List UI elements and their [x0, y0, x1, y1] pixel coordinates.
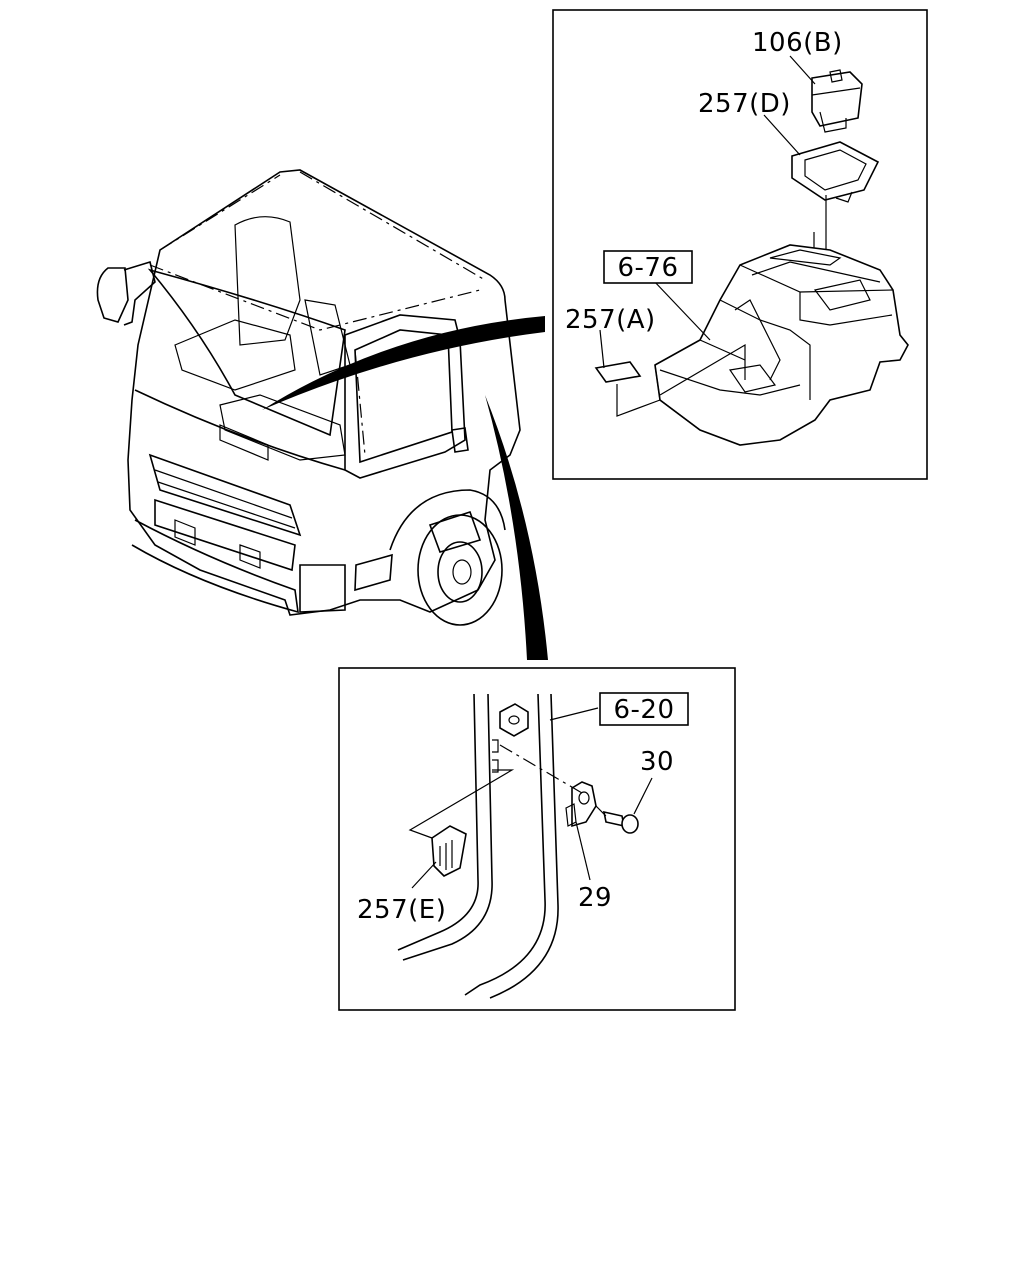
label-part-257a: 257(A) — [565, 305, 656, 335]
truck-cab-illustration — [96, 169, 521, 626]
center-console — [654, 244, 909, 446]
label-ref-6-20: 6-20 — [613, 695, 674, 725]
bezel-part — [791, 141, 880, 201]
label-ref-6-76: 6-76 — [617, 253, 678, 283]
leader-lines-console — [599, 55, 816, 369]
label-part-29: 29 — [578, 883, 612, 913]
label-part-257e: 257(E) — [357, 895, 446, 925]
console-detail — [594, 69, 909, 446]
pad-part — [594, 361, 642, 383]
switch-part — [811, 71, 863, 127]
ref-box-6-20 — [599, 692, 689, 726]
label-part-30: 30 — [640, 747, 674, 777]
door-switch-detail — [397, 693, 639, 999]
leader-lines-door-switch — [411, 707, 653, 889]
callout-wedges — [262, 316, 548, 660]
label-part-257d: 257(D) — [698, 89, 791, 119]
ref-box-6-76 — [603, 250, 693, 284]
label-part-106b: 106(B) — [752, 28, 843, 58]
